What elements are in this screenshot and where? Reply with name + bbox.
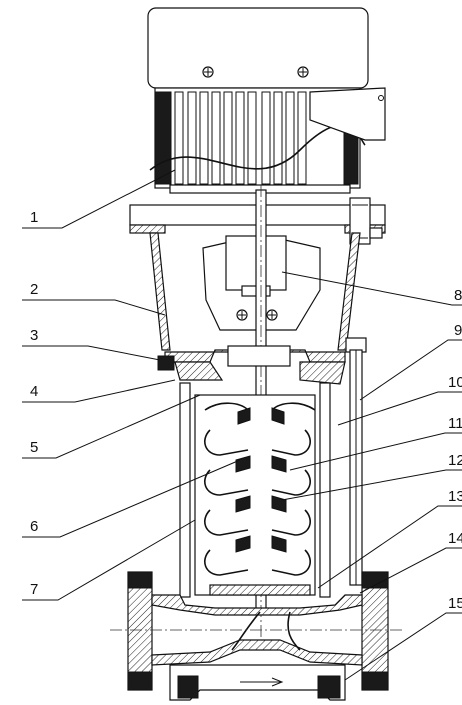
callout-label-8: 8: [454, 287, 462, 304]
motor-terminal-box: [147, 7, 369, 89]
callout-label-2: 2: [30, 281, 38, 298]
callout-label-6: 6: [30, 518, 38, 535]
callout-label-10: 10: [448, 374, 462, 391]
outer-sleeve: [179, 349, 363, 598]
pump-head: [157, 337, 367, 385]
callout-labels: 1 2 3 4 5 6 7 8 9 10 11 12 13 14 15: [30, 209, 462, 612]
callout-label-12: 12: [448, 452, 462, 469]
callout-label-14: 14: [448, 530, 462, 547]
motor: [147, 7, 386, 194]
callout-label-15: 15: [448, 595, 462, 612]
callout-label-7: 7: [30, 581, 38, 598]
callout-label-11: 11: [448, 415, 462, 432]
callout-lines: [22, 169, 462, 681]
callout-label-5: 5: [30, 439, 38, 456]
flow-direction-arrow-icon: [240, 677, 284, 687]
callout-label-13: 13: [448, 488, 462, 505]
callout-label-4: 4: [30, 383, 38, 400]
callout-label-9: 9: [454, 322, 462, 339]
pump-base: [110, 571, 405, 701]
callout-label-3: 3: [30, 327, 38, 344]
stage-chambers: [194, 394, 316, 596]
callout-label-1: 1: [30, 209, 38, 226]
